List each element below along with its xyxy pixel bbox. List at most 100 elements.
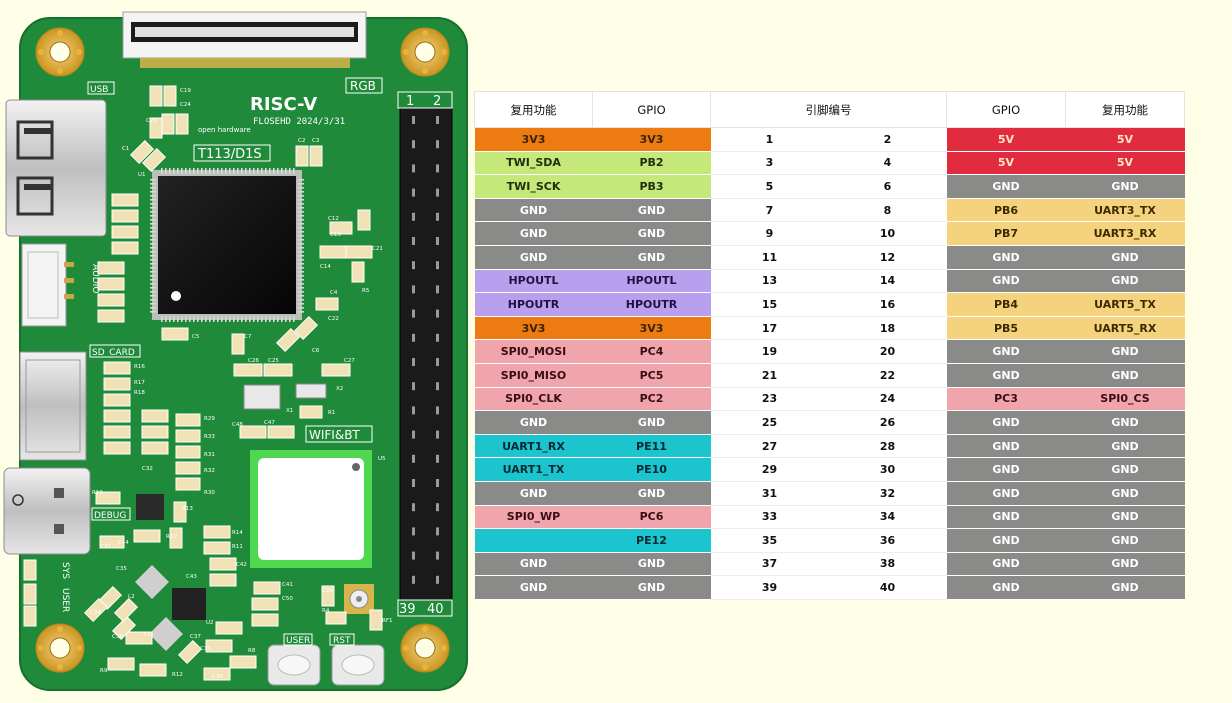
t113-soc-chip: [150, 168, 304, 322]
user-tact-switch[interactable]: [267, 644, 321, 686]
soc-pin: [289, 168, 291, 174]
refdes-u2: U2: [206, 620, 214, 626]
board-date-text: FLOSEHD 2024/3/31: [253, 117, 345, 127]
soc-pin: [298, 191, 304, 193]
cell-pin-number-odd: 37: [710, 552, 829, 577]
soc-pin: [150, 195, 156, 197]
smd-component: [321, 363, 351, 377]
usb-label-box: [87, 81, 115, 95]
header-pin: [412, 285, 415, 294]
user-led-label: USER: [60, 588, 70, 612]
header-pin: [436, 358, 439, 366]
usb-a-port: [5, 99, 107, 237]
soc-pin: [169, 168, 171, 174]
soc-pin: [201, 168, 203, 174]
refdes-c24: C24: [180, 102, 191, 108]
soc-pin: [298, 183, 304, 185]
refdes-r18: R18: [134, 390, 145, 396]
smd-component: [175, 113, 189, 135]
header-pin: [436, 164, 439, 173]
header-pin: [436, 551, 439, 560]
soc-pin: [229, 316, 231, 322]
header-pin: [436, 406, 439, 415]
refdes-r8: R8: [248, 648, 256, 654]
smd-component: [229, 655, 257, 669]
refdes-c21: C21: [372, 246, 383, 252]
soc-pin: [298, 227, 304, 229]
smd-component: [293, 315, 319, 341]
refdes-u1: U1: [138, 172, 146, 178]
cell-pin-number-even: 24: [828, 387, 947, 412]
soc-pin: [150, 187, 156, 189]
smd-component: [169, 527, 183, 549]
soc-pin: [150, 219, 156, 221]
soc-pin: [193, 316, 195, 322]
soc-pin: [298, 231, 304, 233]
cell-func-right: GND: [1065, 505, 1185, 530]
cell-pin-number-even: 16: [828, 292, 947, 317]
cell-pin-number-even: 26: [828, 410, 947, 435]
reset-tact-switch[interactable]: [331, 644, 385, 686]
cell-gpio-right: GND: [946, 481, 1066, 506]
smd-component: [345, 245, 373, 259]
cell-gpio-left: 3V3: [592, 127, 711, 152]
smd-component: [369, 609, 383, 631]
soc-pin: [245, 316, 247, 322]
smd-component: [263, 363, 293, 377]
refdes-r33: R33: [204, 434, 215, 440]
soc-pin: [261, 168, 263, 174]
soc-pin: [298, 283, 304, 285]
soc-pin: [150, 243, 156, 245]
header-pin: [436, 212, 439, 221]
cell-pin-number-odd: 3: [710, 151, 829, 176]
refdes-r32: R32: [204, 468, 215, 474]
smd-component: [203, 667, 231, 681]
header-pin: [436, 575, 439, 584]
header-pin: [412, 503, 415, 512]
sd-card-label-box: [89, 344, 141, 358]
cell-pin-number-odd: 13: [710, 269, 829, 294]
cell-pin-number-even: 22: [828, 363, 947, 388]
refdes-r30: R30: [204, 490, 215, 496]
soc-pin: [181, 168, 183, 174]
smd-component: [97, 277, 125, 291]
header-pin: [412, 140, 415, 149]
mounting-hole-top-left: [35, 27, 85, 77]
refdes-r1: R1: [328, 410, 335, 416]
smd-component: [111, 209, 139, 223]
cell-func-left: UART1_TX: [474, 457, 593, 482]
smd-component: [129, 139, 155, 165]
soc-pin: [253, 168, 255, 174]
refdes-c31: C31: [100, 544, 111, 550]
soc-pin: [150, 191, 156, 193]
cell-gpio-right: 5V: [946, 151, 1066, 176]
header-pin: [412, 430, 415, 439]
cell-pin-number-odd: 5: [710, 174, 829, 199]
soc-pin: [217, 168, 219, 174]
smd-component: [149, 85, 163, 107]
refdes-r10: R10: [166, 534, 177, 540]
inductor-l1: [149, 617, 183, 651]
soc-pin: [285, 316, 287, 322]
soc-pin: [293, 316, 295, 322]
smd-component: [233, 363, 263, 377]
soc-pin: [150, 287, 156, 289]
refdes-x2: X2: [336, 386, 343, 392]
soc-pin: [185, 316, 187, 322]
header-pin-number: 引脚编号: [710, 91, 947, 128]
refdes-r14: R14: [232, 530, 243, 536]
cell-pin-number-odd: 15: [710, 292, 829, 317]
smd-component: [321, 585, 335, 607]
cell-gpio-right: PB6: [946, 198, 1066, 223]
soc-pin: [298, 179, 304, 181]
cell-gpio-left: PB2: [592, 151, 711, 176]
soc-pin: [209, 316, 211, 322]
cell-func-right: UART3_TX: [1065, 198, 1185, 223]
smd-component: [97, 309, 125, 323]
cell-pin-number-odd: 31: [710, 481, 829, 506]
soc-pin: [161, 168, 163, 174]
smd-component: [175, 429, 201, 443]
